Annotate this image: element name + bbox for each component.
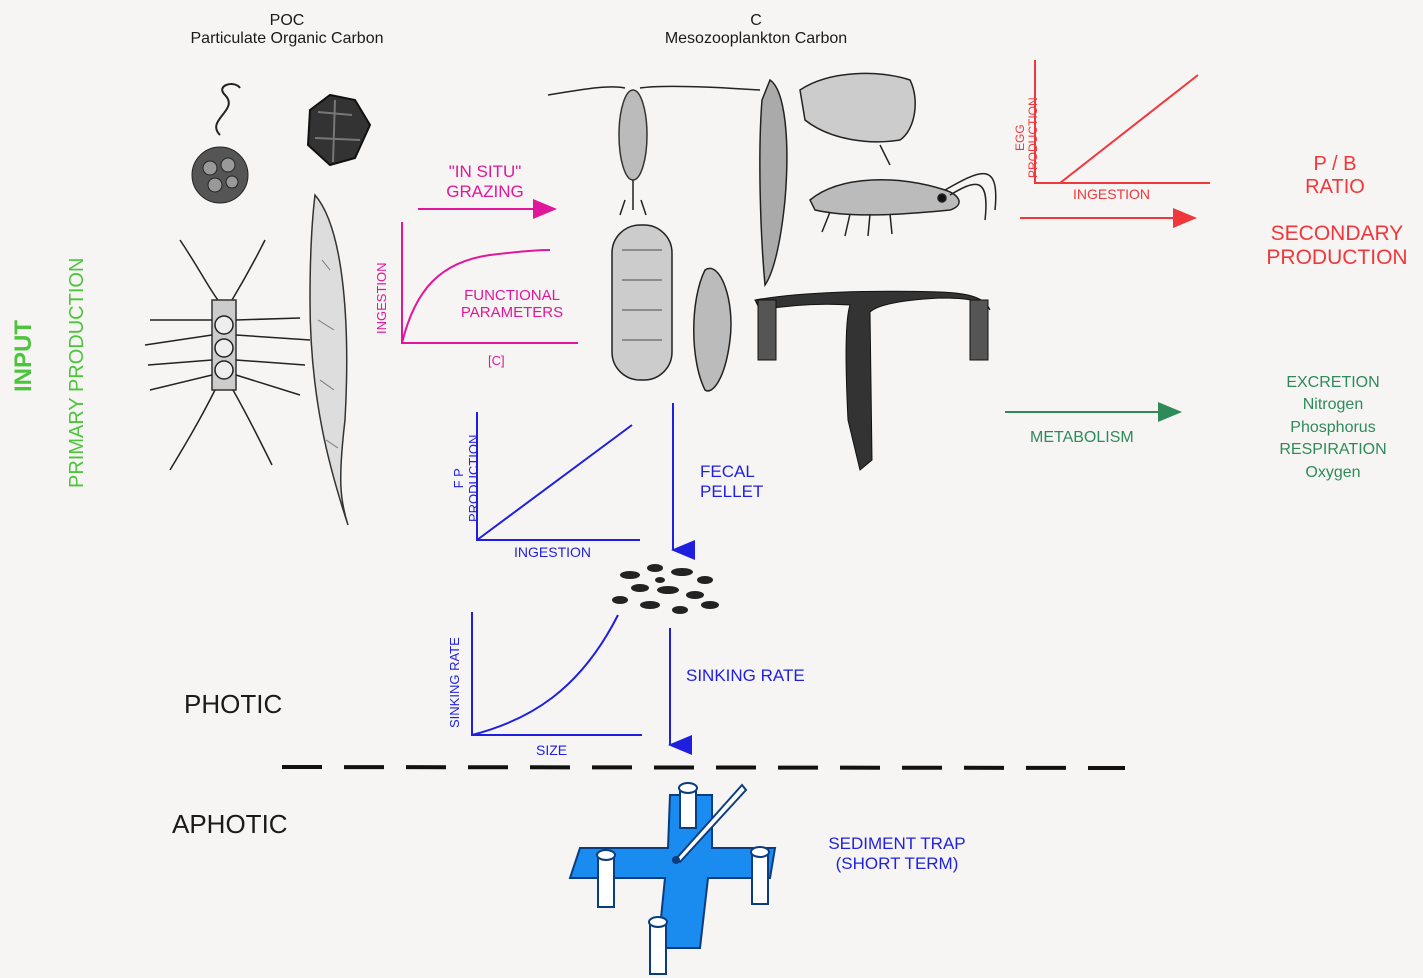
functional-line1: FUNCTIONAL <box>450 287 574 304</box>
copepod-icon <box>548 86 760 215</box>
fp-production-plot <box>477 412 640 540</box>
pteropod-icon <box>694 268 731 390</box>
sinking-x-label: SIZE <box>536 742 567 758</box>
secondary-line2: PRODUCTION <box>1256 246 1418 270</box>
oxygen-label: Oxygen <box>1258 462 1408 484</box>
fecal-pellets-icon <box>612 564 719 614</box>
sinking-y-label: SINKING RATE <box>447 637 462 728</box>
meso-subtitle: Mesozooplankton Carbon <box>640 30 872 48</box>
aphotic-label: APHOTIC <box>172 810 288 840</box>
phosphorus-label: Phosphorus <box>1258 417 1408 439</box>
grazing-label-line1: "IN SITU" <box>420 162 550 182</box>
respiration-label: RESPIRATION <box>1258 439 1408 461</box>
poc-title: POC <box>166 12 408 30</box>
pb-line1: P / B <box>1290 153 1380 176</box>
fp-y-line1: F P <box>452 435 467 522</box>
photic-label: PHOTIC <box>184 690 282 720</box>
sinking-rate-plot <box>472 612 642 735</box>
trap-line1: SEDIMENT TRAP <box>812 834 982 854</box>
pb-ratio-label: P / B RATIO <box>1290 153 1380 199</box>
photic-boundary-line <box>282 767 1125 768</box>
fp-y-line2: PRODUCTION <box>467 435 482 522</box>
metabolism-label: METABOLISM <box>1030 429 1134 447</box>
poc-heading: POC Particulate Organic Carbon <box>166 12 408 49</box>
nitrogen-label: Nitrogen <box>1258 394 1408 416</box>
sediment-trap-label: SEDIMENT TRAP (SHORT TERM) <box>812 834 982 873</box>
secondary-line1: SECONDARY <box>1256 222 1418 246</box>
chaetognath-icon <box>760 80 787 285</box>
fp-y-label: F P PRODUCTION <box>452 435 482 522</box>
input-label: INPUT <box>10 320 38 392</box>
functional-line2: PARAMETERS <box>450 304 574 321</box>
egg-x-label: INGESTION <box>1073 186 1150 202</box>
appendicularian-icon <box>755 291 990 470</box>
dinoflagellate-icon <box>308 95 370 165</box>
fp-x-label: INGESTION <box>514 544 591 560</box>
excretion-label: EXCRETION <box>1258 372 1408 394</box>
egg-y-line2: PRODUCTION <box>1027 97 1040 178</box>
fecal-line2: PELLET <box>700 482 763 502</box>
shrimp-icon <box>810 174 996 236</box>
trap-line2: (SHORT TERM) <box>812 854 982 874</box>
metabolism-outputs: EXCRETION Nitrogen Phosphorus RESPIRATIO… <box>1258 372 1408 484</box>
grazing-y-label: INGESTION <box>374 262 389 334</box>
meso-heading: C Mesozooplankton Carbon <box>640 12 872 49</box>
grazing-plot <box>402 222 578 343</box>
rhizosolenia-icon <box>310 195 348 525</box>
coccolith-icon <box>192 84 248 203</box>
grazing-label: "IN SITU" GRAZING <box>420 162 550 201</box>
primary-production-label: PRIMARY PRODUCTION <box>66 258 89 488</box>
diatom-chain-icon <box>145 240 310 470</box>
grazing-label-line2: GRAZING <box>420 182 550 202</box>
egg-production-plot <box>1035 60 1210 183</box>
pb-line2: RATIO <box>1290 176 1380 199</box>
salp-icon <box>612 225 672 380</box>
meso-title: C <box>640 12 872 30</box>
functional-parameters-label: FUNCTIONAL PARAMETERS <box>450 287 574 322</box>
cladoceran-icon <box>800 73 915 165</box>
sinking-rate-label: SINKING RATE <box>686 666 805 686</box>
sediment-trap-icon <box>570 783 775 974</box>
fecal-line1: FECAL <box>700 462 763 482</box>
secondary-production-label: SECONDARY PRODUCTION <box>1256 222 1418 270</box>
grazing-x-label: [C] <box>488 354 505 369</box>
poc-subtitle: Particulate Organic Carbon <box>166 30 408 48</box>
egg-y-label: EGG PRODUCTION <box>1014 97 1040 178</box>
fecal-pellet-label: FECAL PELLET <box>700 462 763 501</box>
